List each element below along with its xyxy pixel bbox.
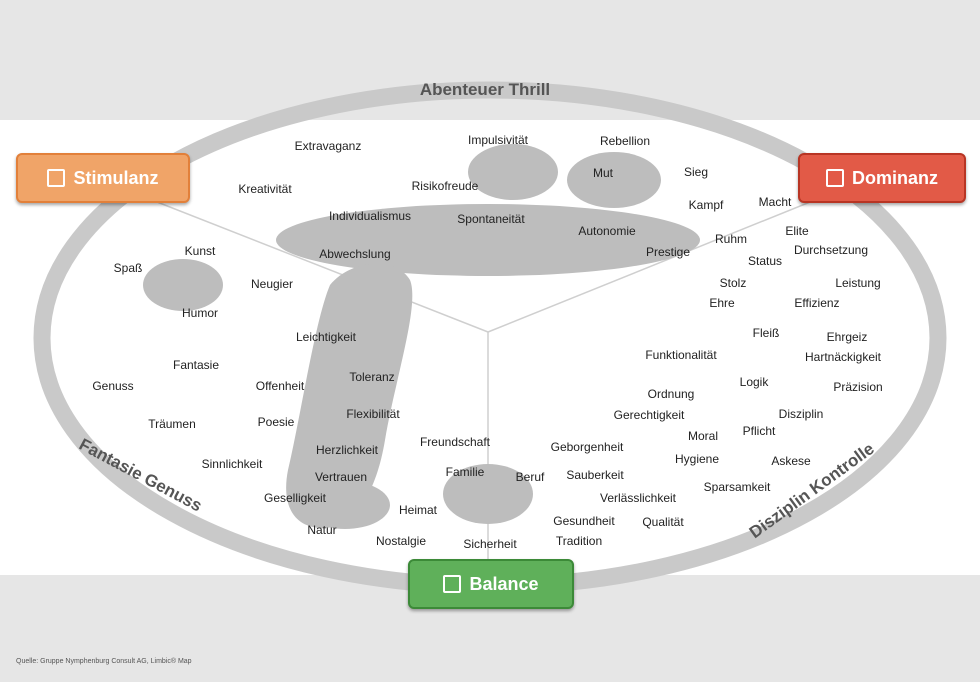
stimulanz-box: Stimulanz (16, 153, 190, 203)
word: Abwechslung (319, 247, 390, 261)
word: Flexibilität (346, 407, 400, 421)
word: Extravaganz (295, 139, 362, 153)
word: Nostalgie (376, 534, 426, 548)
word: Sieg (684, 165, 708, 179)
word: Ehre (709, 296, 735, 310)
top-band (0, 0, 980, 120)
ring-label-top: Abenteuer Thrill (420, 80, 550, 99)
word: Neugier (251, 277, 293, 291)
word: Sicherheit (463, 537, 517, 551)
dominanz-icon (825, 169, 844, 187)
word: Stolz (720, 276, 747, 290)
balance-box: Balance (408, 559, 574, 609)
word: Effizienz (794, 296, 839, 310)
word: Freundschaft (420, 435, 491, 449)
word: Pflicht (743, 424, 776, 438)
blob-diagonal (286, 263, 413, 529)
word: Leistung (835, 276, 880, 290)
word: Ruhm (715, 232, 747, 246)
word: Gesundheit (553, 514, 615, 528)
value-words: Impulsivität Rebellion Extravaganz Sieg … (92, 133, 882, 551)
blob-bottom (443, 464, 533, 524)
word: Geborgenheit (551, 440, 624, 454)
balance-icon (443, 575, 462, 593)
word: Askese (771, 454, 811, 468)
word: Prestige (646, 245, 690, 259)
dominanz-box: Dominanz (798, 153, 966, 203)
dominanz-label: Dominanz (851, 167, 938, 188)
word: Sparsamkeit (704, 480, 771, 494)
blob-center-top (276, 204, 700, 276)
word: Sinnlichkeit (202, 457, 263, 471)
word: Rebellion (600, 134, 650, 148)
word: Moral (688, 429, 718, 443)
word: Kunst (185, 244, 216, 258)
word: Heimat (399, 503, 438, 517)
word: Qualität (642, 515, 684, 529)
word: Funktionalität (645, 348, 717, 362)
divider-left (151, 199, 489, 333)
word: Offenheit (256, 379, 305, 393)
word: Status (748, 254, 782, 268)
word: Individualismus (329, 209, 411, 223)
word: Risikofreude (412, 179, 479, 193)
word: Humor (182, 306, 218, 320)
word: Kreativität (238, 182, 292, 196)
word: Durchsetzung (794, 243, 868, 257)
word: Disziplin (779, 407, 824, 421)
word: Logik (740, 375, 770, 389)
word: Verlässlichkeit (600, 491, 677, 505)
blob-left (143, 259, 223, 311)
word: Spontaneität (457, 212, 525, 226)
word: Sauberkeit (566, 468, 624, 482)
word: Fleiß (753, 326, 780, 340)
source-credit: Quelle: Gruppe Nymphenburg Consult AG, L… (16, 658, 192, 665)
word: Ehrgeiz (827, 330, 868, 344)
word: Mut (593, 166, 614, 180)
word: Hartnäckigkeit (805, 350, 882, 364)
word: Spaß (114, 261, 143, 275)
word: Genuss (92, 379, 133, 393)
word: Macht (759, 195, 792, 209)
word: Vertrauen (315, 470, 367, 484)
divider-right (487, 199, 816, 333)
word: Elite (785, 224, 809, 238)
word: Fantasie (173, 358, 219, 372)
blob-kreativitaet (567, 152, 661, 208)
word: Herzlichkeit (316, 443, 379, 457)
word: Gerechtigkeit (614, 408, 685, 422)
stimulanz-icon (47, 169, 66, 187)
word: Impulsivität (468, 133, 529, 147)
word: Toleranz (349, 370, 394, 384)
word: Ordnung (648, 387, 695, 401)
word: Leichtigkeit (296, 330, 357, 344)
word: Familie (446, 465, 485, 479)
word: Träumen (148, 417, 196, 431)
stimulanz-label: Stimulanz (73, 167, 159, 188)
word: Autonomie (578, 224, 636, 238)
balance-label: Balance (469, 573, 539, 594)
blob-bottom-left (300, 481, 390, 529)
word: Natur (307, 523, 336, 537)
word: Beruf (516, 470, 545, 484)
word: Geselligkeit (264, 491, 327, 505)
word: Kampf (689, 198, 724, 212)
word: Hygiene (675, 452, 719, 466)
word: Tradition (556, 534, 602, 548)
word: Präzision (833, 380, 882, 394)
blob-mut (468, 144, 558, 200)
word: Poesie (258, 415, 295, 429)
